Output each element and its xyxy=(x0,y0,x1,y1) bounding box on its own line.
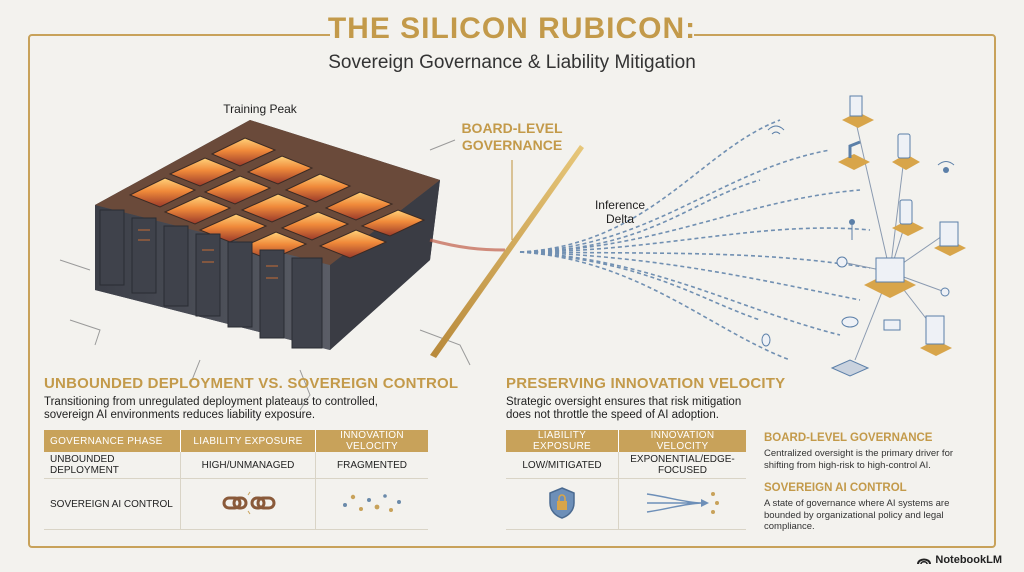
gov-label-line2: GOVERNANCE xyxy=(461,137,563,153)
right-body-line2: does not throttle the speed of AI adopti… xyxy=(506,409,719,421)
drone-icon xyxy=(940,287,950,297)
cell-exposure: LOW/MITIGATED xyxy=(506,452,619,479)
sidebar-gov-title: BOARD-LEVEL GOVERNANCE xyxy=(764,432,933,444)
page-title: THE SILICON RUBICON: xyxy=(327,12,697,45)
router-icon xyxy=(830,359,870,377)
edge-devices xyxy=(761,95,966,377)
brand-badge: NotebookLM xyxy=(917,554,1002,566)
cell-phase: UNBOUNDED DEPLOYMENT xyxy=(44,452,181,479)
server-unit-icon xyxy=(934,221,966,256)
notebooklm-logo-icon xyxy=(917,558,932,565)
col-liability-exposure: LIABILITY EXPOSURE xyxy=(180,430,316,452)
tablet-icon xyxy=(842,95,874,128)
table-header-row: GOVERNANCE PHASE LIABILITY EXPOSURE INNO… xyxy=(44,430,428,452)
col-innovation-velocity: INNOVATION VELOCITY xyxy=(618,430,746,452)
left-body-line2: sovereign AI environments reduces liabil… xyxy=(44,409,316,421)
microphone-icon xyxy=(761,333,771,347)
table-header-row: LIABILITY EXPOSURE INNOVATION VELOCITY xyxy=(506,430,746,452)
signal-icon xyxy=(767,125,785,135)
converging-arrows-icon xyxy=(618,478,746,530)
ground-cracks xyxy=(59,139,471,411)
robot-arm-icon xyxy=(838,140,870,170)
sidebar-control-title: SOVEREIGN AI CONTROL xyxy=(764,482,907,494)
cloud-icon xyxy=(841,316,859,328)
inference-delta-label: Inference Delta xyxy=(580,198,660,226)
col-liability-exposure: LIABILITY EXPOSURE xyxy=(506,430,619,452)
cell-velocity: FRAGMENTED xyxy=(315,452,428,479)
right-body-line1: Strategic oversight ensures that risk mi… xyxy=(506,396,742,408)
right-section-title: PRESERVING INNOVATION VELOCITY xyxy=(506,375,786,392)
right-section-body: Strategic oversight ensures that risk mi… xyxy=(506,396,741,422)
left-section-title: UNBOUNDED DEPLOYMENT VS. SOVEREIGN CONTR… xyxy=(44,375,459,392)
inference-line2: Delta xyxy=(605,212,634,226)
shield-lock-icon xyxy=(506,478,619,530)
velocity-table: LIABILITY EXPOSURE INNOVATION VELOCITY L… xyxy=(506,430,746,530)
display-icon xyxy=(883,319,901,331)
rubicon-divider xyxy=(430,145,584,358)
camera-icon xyxy=(836,256,848,268)
heat-trail xyxy=(429,238,506,252)
col-innovation-velocity: INNOVATION VELOCITY xyxy=(315,430,428,452)
table-row: UNBOUNDED DEPLOYMENT HIGH/UNMANAGED FRAG… xyxy=(44,452,428,479)
central-hub-icon xyxy=(864,257,916,298)
antenna-icon xyxy=(849,219,855,240)
server-cluster xyxy=(95,120,440,350)
wifi-icon xyxy=(937,161,955,173)
board-governance-label: BOARD-LEVEL GOVERNANCE xyxy=(452,120,572,154)
inference-flow xyxy=(519,119,871,361)
left-body-line1: Transitioning from unregulated deploymen… xyxy=(44,396,378,408)
title-backdrop xyxy=(330,14,694,50)
governance-table: GOVERNANCE PHASE LIABILITY EXPOSURE INNO… xyxy=(44,430,428,530)
table-row: LOW/MITIGATED EXPONENTIAL/EDGE-FOCUSED xyxy=(506,452,746,479)
page-subtitle: Sovereign Governance & Liability Mitigat… xyxy=(328,52,696,73)
cell-phase: SOVEREIGN AI CONTROL xyxy=(44,478,181,530)
table-row: SOVEREIGN AI CONTROL xyxy=(44,478,428,530)
rack-icon xyxy=(920,315,952,356)
brand-name: NotebookLM xyxy=(935,554,1002,566)
sidebar-control-body: A state of governance where AI systems a… xyxy=(764,498,950,532)
table-row xyxy=(506,478,746,530)
broken-chain-icon xyxy=(180,478,316,530)
gov-label-line1: BOARD-LEVEL xyxy=(461,120,563,136)
cell-exposure: HIGH/UNMANAGED xyxy=(180,452,316,479)
inference-line1: Inference xyxy=(594,198,646,212)
cell-velocity: EXPONENTIAL/EDGE-FOCUSED xyxy=(618,452,746,479)
phone-icon xyxy=(892,199,924,236)
col-governance-phase: GOVERNANCE PHASE xyxy=(44,430,181,452)
scattered-dots-icon xyxy=(315,478,428,530)
smartphone-icon xyxy=(892,133,920,170)
left-section-body: Transitioning from unregulated deploymen… xyxy=(44,396,378,422)
sidebar-gov-body: Centralized oversight is the primary dri… xyxy=(764,448,954,471)
training-peak-label: Training Peak xyxy=(223,102,297,116)
